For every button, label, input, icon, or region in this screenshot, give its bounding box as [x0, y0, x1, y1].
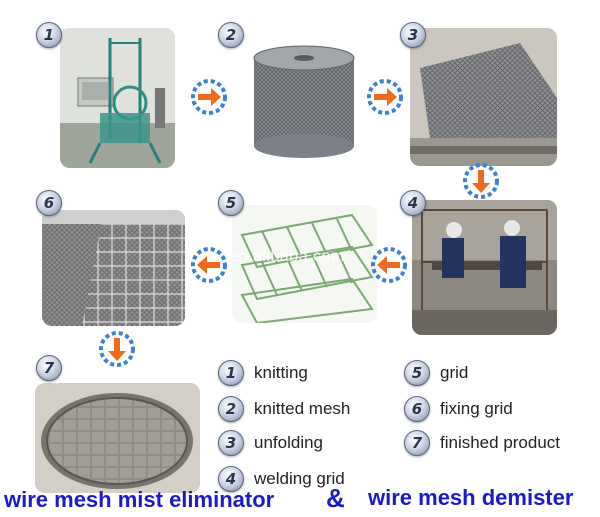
number-badge-icon: 7	[36, 355, 62, 381]
legend-label: knitted mesh	[254, 399, 351, 418]
left-arrow-gear-icon	[191, 247, 227, 283]
legend-item-knitting: 1 knitting	[218, 360, 308, 386]
footer-ampersand: &	[326, 483, 345, 513]
photo-grid	[232, 205, 377, 323]
legend-item-finished-product: 7 finished product	[404, 430, 560, 456]
legend-label: welding grid	[254, 469, 345, 488]
number-badge-icon: 1	[36, 22, 62, 48]
number-badge-icon: 1	[218, 360, 244, 386]
number-badge-icon: 4	[218, 466, 244, 492]
photo-unfolding	[410, 28, 557, 166]
number-badge-icon: 3	[400, 22, 426, 48]
photo-fixing-grid	[42, 210, 185, 326]
number-badge-icon: 2	[218, 22, 244, 48]
footer-title: wire mesh mist eliminator & wire mesh de…	[0, 479, 600, 515]
photo-welding-grid	[412, 200, 557, 335]
number-badge-icon: 7	[404, 430, 430, 456]
legend-item-unfolding: 3 unfolding	[218, 430, 323, 456]
footer-left-title: wire mesh mist eliminator	[4, 487, 275, 512]
number-badge-icon: 5	[404, 360, 430, 386]
legend-item-knitted-mesh: 2 knitted mesh	[218, 396, 350, 422]
legend-item-welding-grid: 4 welding grid	[218, 466, 345, 492]
number-badge-icon: 2	[218, 396, 244, 422]
number-badge-icon: 6	[36, 190, 62, 216]
number-badge-icon: 6	[404, 396, 430, 422]
legend-item-grid: 5 grid	[404, 360, 468, 386]
number-badge-icon: 3	[218, 430, 244, 456]
down-arrow-gear-icon	[99, 331, 135, 367]
legend-label: unfolding	[254, 433, 324, 452]
legend-label: knitting	[254, 363, 308, 382]
number-badge-icon: 4	[400, 190, 426, 216]
right-arrow-gear-icon	[191, 79, 227, 115]
legend-label: finished product	[440, 433, 561, 452]
down-arrow-gear-icon	[463, 163, 499, 199]
number-badge-icon: 5	[218, 190, 244, 216]
watermark: valor.en.alibaba.com	[188, 248, 345, 265]
right-arrow-gear-icon	[367, 79, 403, 115]
footer-right-title: wire mesh demister	[368, 485, 574, 510]
left-arrow-gear-icon	[371, 247, 407, 283]
legend-label: fixing grid	[440, 399, 513, 418]
photo-knitted-mesh-roll	[248, 40, 360, 162]
legend-item-fixing-grid: 6 fixing grid	[404, 396, 513, 422]
photo-knitting-machine	[60, 28, 175, 168]
legend-label: grid	[440, 363, 469, 382]
photo-finished-product	[35, 383, 200, 493]
